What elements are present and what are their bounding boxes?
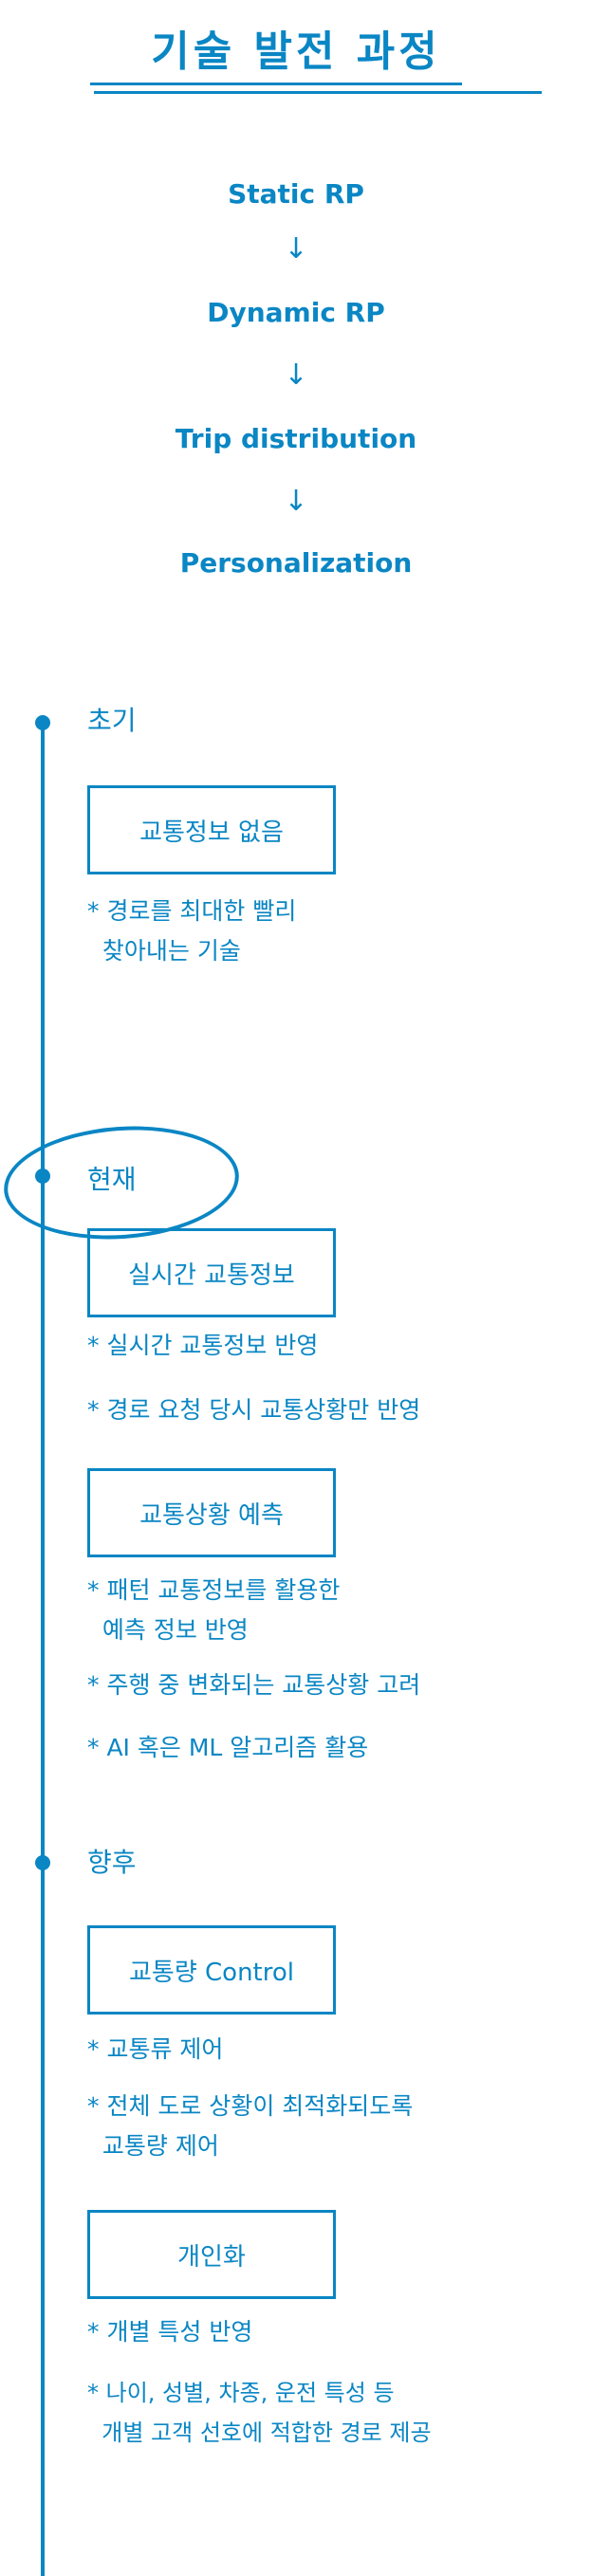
bullet-item: * 전체 도로 상황이 최적화되도록 교통량 제어 — [87, 2092, 414, 2160]
timeline-line — [41, 721, 45, 2576]
bullet-item: * 실시간 교통정보 반영 — [87, 1332, 319, 1359]
bullet-item: * 경로를 최대한 빨리 찾아내는 기술 — [87, 897, 297, 965]
flow-step-trip-distribution: Trip distribution — [175, 423, 417, 454]
stage-box: 교통상황 예측 — [87, 1468, 336, 1557]
flow-step-dynamic-rp: Dynamic RP — [207, 297, 385, 328]
timeline-dot — [35, 715, 50, 730]
bullet-item: * 나이, 성별, 차종, 운전 특성 등 개별 고객 선호에 적합한 경로 제… — [87, 2380, 432, 2446]
bullet-item: * 패턴 교통정보를 활용한 예측 정보 반영 — [87, 1576, 341, 1644]
timeline-dot — [35, 1855, 50, 1870]
down-arrow-icon: ↓ — [284, 485, 308, 518]
stage-box: 개인화 — [87, 2210, 336, 2299]
bullet-item: * 개별 특성 반영 — [87, 2318, 253, 2346]
flow-step-personalization: Personalization — [179, 547, 413, 579]
stage-box: 교통정보 없음 — [87, 785, 336, 874]
bullet-item: * 주행 중 변화되는 교통상황 고려 — [87, 1671, 421, 1699]
timeline-dot — [35, 1168, 50, 1184]
down-arrow-icon: ↓ — [284, 359, 308, 392]
stage-label-current: 현재 — [87, 1164, 137, 1195]
down-arrow-icon: ↓ — [284, 232, 308, 266]
title-underline-2 — [94, 91, 542, 94]
stage-label-future: 향후 — [87, 1847, 137, 1878]
title-underline — [90, 83, 462, 85]
stage-box: 실시간 교통정보 — [87, 1228, 336, 1317]
flow-step-static-rp: Static RP — [228, 178, 364, 210]
diagram-title: 기술 발전 과정 — [151, 28, 441, 76]
bullet-item: * AI 혹은 ML 알고리즘 활용 — [87, 1734, 369, 1761]
bullet-item: * 경로 요청 당시 교통상황만 반영 — [87, 1396, 421, 1424]
stage-box: 교통량 Control — [87, 1925, 336, 2015]
bullet-item: * 교통류 제어 — [87, 2035, 224, 2063]
stage-label-early: 초기 — [87, 705, 137, 736]
